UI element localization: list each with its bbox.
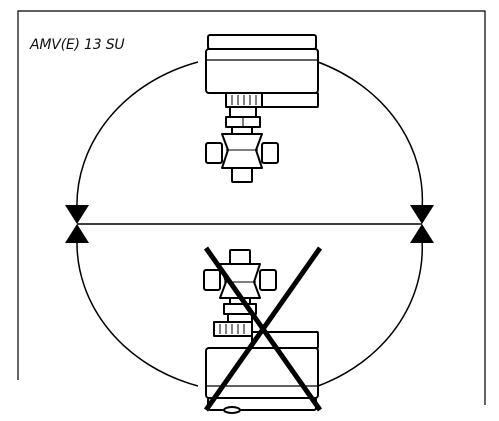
valve-actuator-icon-upright — [205, 34, 319, 183]
arc-lower-left — [76, 239, 199, 387]
orientation-circle — [76, 61, 424, 387]
model-title: AMV(E) 13 SU — [30, 37, 125, 53]
arc-upper-left — [76, 61, 199, 211]
valve-symbol-icon-right — [410, 205, 434, 243]
arc-upper-right — [317, 61, 424, 211]
prohibited-cross-icon — [203, 246, 323, 412]
valve-symbol-icon-left — [65, 205, 89, 243]
valve-actuator-icon-inverted — [203, 249, 319, 414]
arc-lower-right — [317, 239, 423, 387]
frame — [17, 10, 486, 405]
